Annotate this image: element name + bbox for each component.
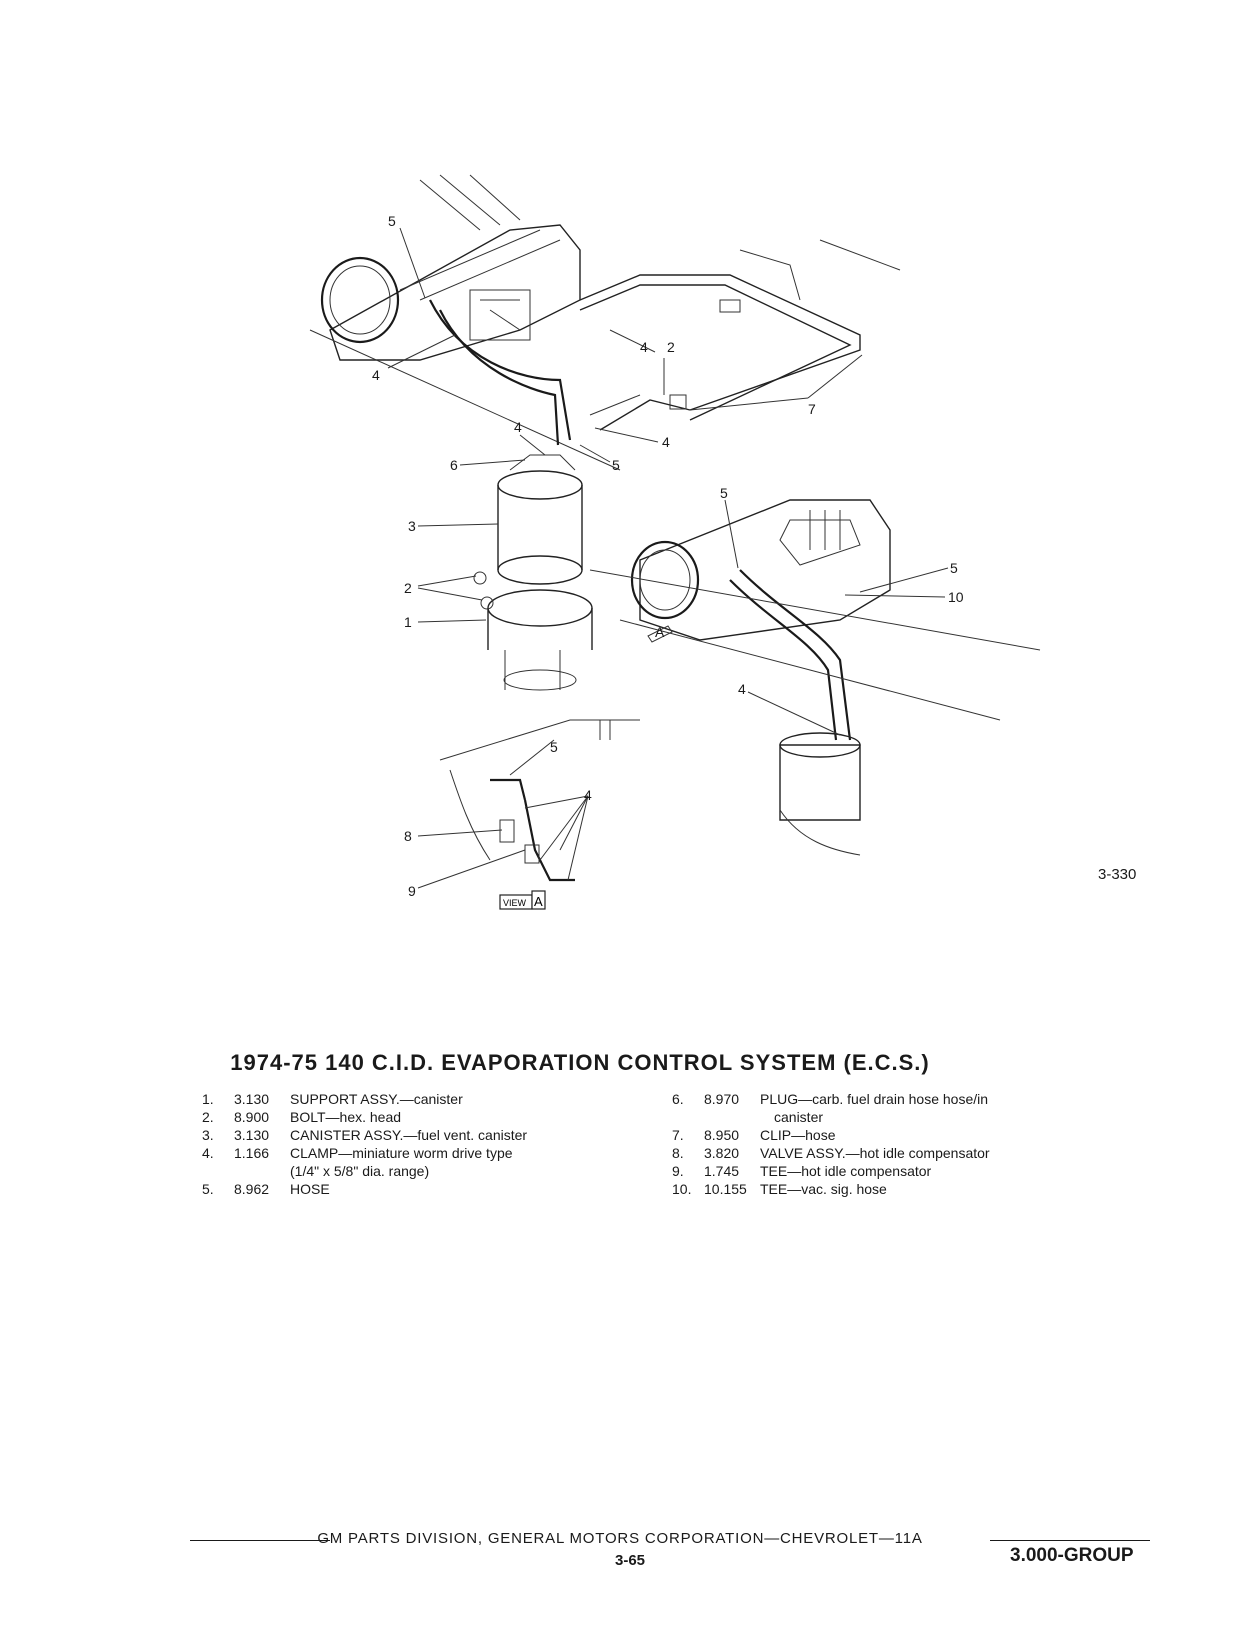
- callout-labels: 5 4 4 2 7 4 4 5 6 3 2 1 5 5 10 4 5 4 8 9: [372, 213, 964, 899]
- view-label-text: VIEW: [503, 898, 527, 908]
- list-item: 2. 8.900 BOLT—hex. head: [202, 1109, 402, 1125]
- callout-8: 8: [404, 828, 412, 844]
- view-a-detail: [439, 719, 640, 882]
- footer-text: GM PARTS DIVISION, GENERAL MOTORS CORPOR…: [317, 1530, 923, 1547]
- callout-1: 1: [404, 614, 412, 630]
- list-item: 5. 8.962 HOSE: [202, 1181, 330, 1197]
- callout-10: 10: [948, 589, 964, 605]
- exploded-parts-diagram: 5 4 4 2 7 4 4 5 6 3 2 1 5 5 10 4 5 4 8 9…: [309, 174, 1041, 910]
- leader-lines: [387, 227, 949, 889]
- list-item: 1. 3.130 SUPPORT ASSY.—canister: [202, 1091, 463, 1107]
- callout-2: 2: [404, 580, 412, 596]
- list-item: 6. 8.970 PLUG—carb. fuel drain hose hose…: [672, 1091, 989, 1125]
- callout-4: 4: [584, 787, 592, 803]
- callout-7: 7: [808, 401, 816, 417]
- callout-4: 4: [662, 434, 670, 450]
- list-item: 9. 1.745 TEE—hot idle compensator: [672, 1163, 932, 1179]
- callout-6: 6: [450, 457, 458, 473]
- parts-list-left: 1. 3.130 SUPPORT ASSY.—canister 2. 8.900…: [202, 1090, 622, 1198]
- list-item: 3. 3.130 CANISTER ASSY.—fuel vent. canis…: [202, 1127, 528, 1143]
- callout-4: 4: [738, 681, 746, 697]
- view-marker-letter: A: [655, 624, 665, 640]
- parts-list-right: 6. 8.970 PLUG—carb. fuel drain hose hose…: [672, 1090, 1092, 1198]
- group-label: 3.000-GROUP: [1010, 1545, 1134, 1566]
- callout-4: 4: [640, 339, 648, 355]
- list-item: 8. 3.820 VALVE ASSY.—hot idle compensato…: [672, 1145, 990, 1161]
- figure-number: 3-330: [1098, 866, 1137, 883]
- fuel-lines: [579, 239, 901, 431]
- callout-4: 4: [514, 419, 522, 435]
- callout-5: 5: [612, 457, 620, 473]
- list-item: 7. 8.950 CLIP—hose: [672, 1127, 836, 1143]
- list-item: 10. 10.155 TEE—vac. sig. hose: [672, 1181, 887, 1197]
- footer-rule-left: [190, 1540, 330, 1541]
- callout-5: 5: [388, 213, 396, 229]
- list-item: 4. 1.166 CLAMP—miniature worm drive type…: [202, 1145, 513, 1179]
- canister: [473, 454, 593, 691]
- page-title: 1974-75 140 C.I.D. EVAPORATION CONTROL S…: [230, 1050, 930, 1075]
- engine-lower-right: [589, 499, 1041, 856]
- engine-upper: [309, 174, 621, 471]
- callout-9: 9: [408, 883, 416, 899]
- callout-4: 4: [372, 367, 380, 383]
- footer-rule-right: [990, 1540, 1150, 1541]
- view-a-label: VIEW A: [499, 890, 546, 910]
- callout-3: 3: [408, 518, 416, 534]
- view-label-letter: A: [534, 894, 543, 909]
- page-number: 3-65: [614, 1552, 646, 1569]
- view-a-marker: A: [647, 624, 673, 643]
- callout-5: 5: [550, 739, 558, 755]
- callout-2: 2: [667, 339, 675, 355]
- callout-5: 5: [950, 560, 958, 576]
- callout-5: 5: [720, 485, 728, 501]
